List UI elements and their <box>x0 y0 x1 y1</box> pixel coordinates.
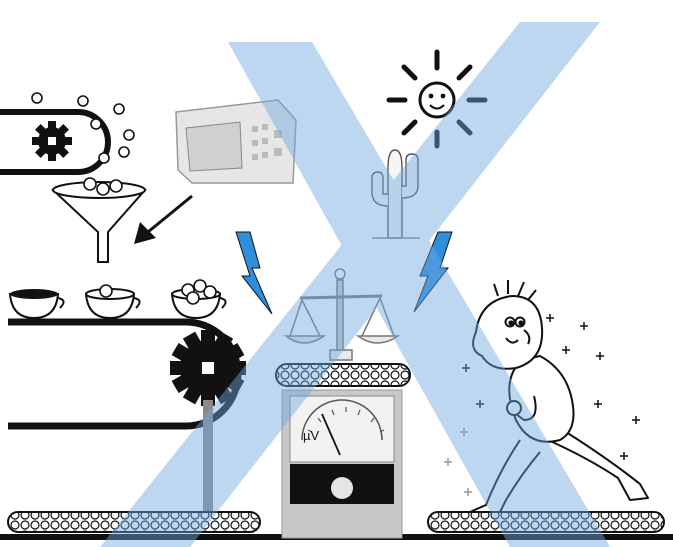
analog-meter-icon: µV <box>282 390 402 538</box>
arrow-icon <box>134 196 192 244</box>
meter-unit-label: µV <box>303 428 319 443</box>
coffee-cup-icon <box>86 285 140 318</box>
coffee-cup-icon <box>10 289 64 318</box>
lightning-bolt-icon <box>236 232 272 314</box>
coffee-cup-icon <box>172 280 226 318</box>
funnel-icon <box>53 178 145 262</box>
gear-icon <box>32 121 72 161</box>
